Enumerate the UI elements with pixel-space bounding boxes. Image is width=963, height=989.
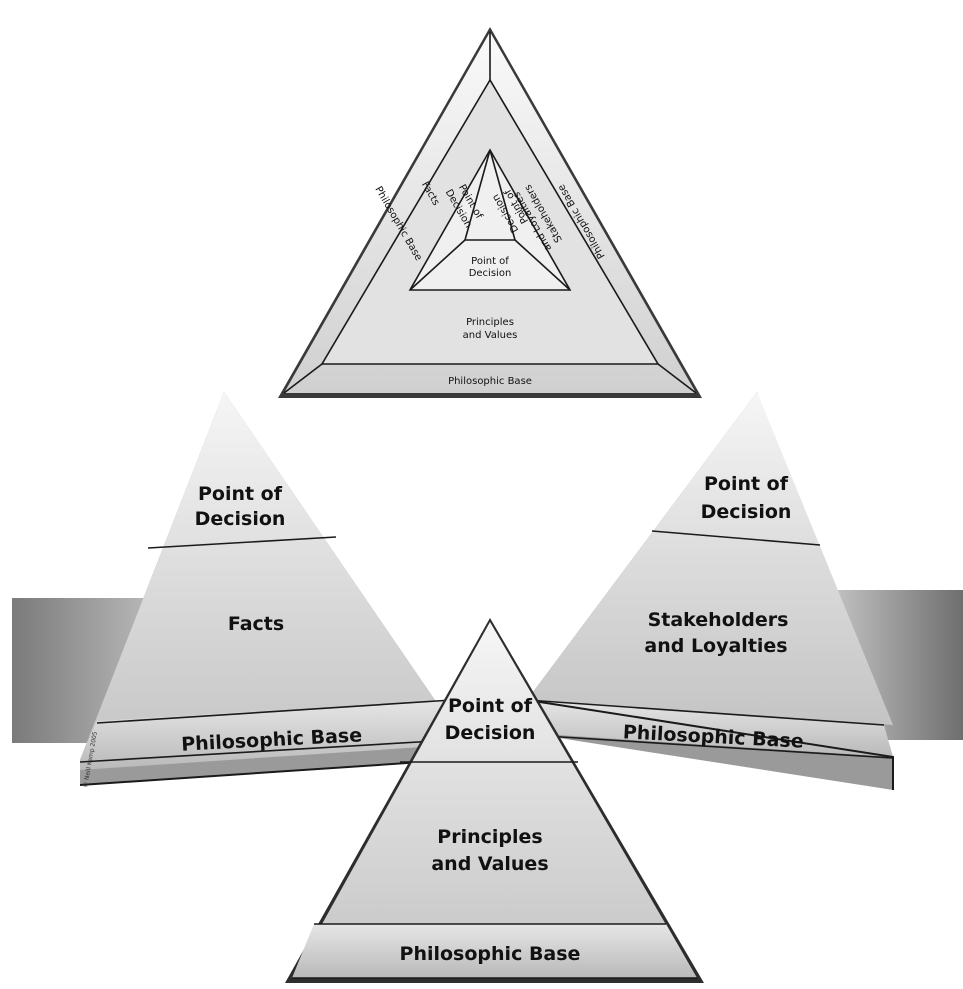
top-center-label-2: Decision <box>469 268 512 279</box>
left-pyramid: Point of Decision Facts Philosophic Base… <box>79 392 453 788</box>
center-principles-label-2: and Values <box>431 853 548 875</box>
top-triangle-inner <box>408 148 572 291</box>
left-pod-label-2: Decision <box>195 508 286 530</box>
center-pyramid-base-band <box>292 924 697 978</box>
center-pyramid-face <box>292 622 697 978</box>
top-base-bottom-label: Philosophic Base <box>448 376 532 387</box>
center-base-label: Philosophic Base <box>400 943 581 965</box>
top-principles-label-1: Principles <box>466 317 514 328</box>
right-stake-label-1: Stakeholders <box>648 609 789 631</box>
right-stake-label-2: and Loyalties <box>644 635 787 657</box>
right-pod-label-1: Point of <box>704 473 789 495</box>
left-pyramid-face <box>80 392 452 760</box>
center-pod-label-2: Decision <box>445 722 536 744</box>
top-principles-label-2: and Values <box>463 330 518 341</box>
center-pyramid: Point of Decision Principles and Values … <box>285 618 704 983</box>
top-center-label-1: Point of <box>471 256 509 267</box>
left-pod-label-1: Point of <box>198 483 283 505</box>
center-principles-label-1: Principles <box>437 826 542 848</box>
right-pod-label-2: Decision <box>701 501 792 523</box>
right-pyramid-face <box>527 392 893 725</box>
left-facts-label: Facts <box>228 613 284 635</box>
center-pod-label-1: Point of <box>448 695 533 717</box>
top-triangle: Philosophic Base Facts Point of Decision… <box>278 27 702 398</box>
right-pyramid: Point of Decision Stakeholders and Loyal… <box>526 392 894 790</box>
